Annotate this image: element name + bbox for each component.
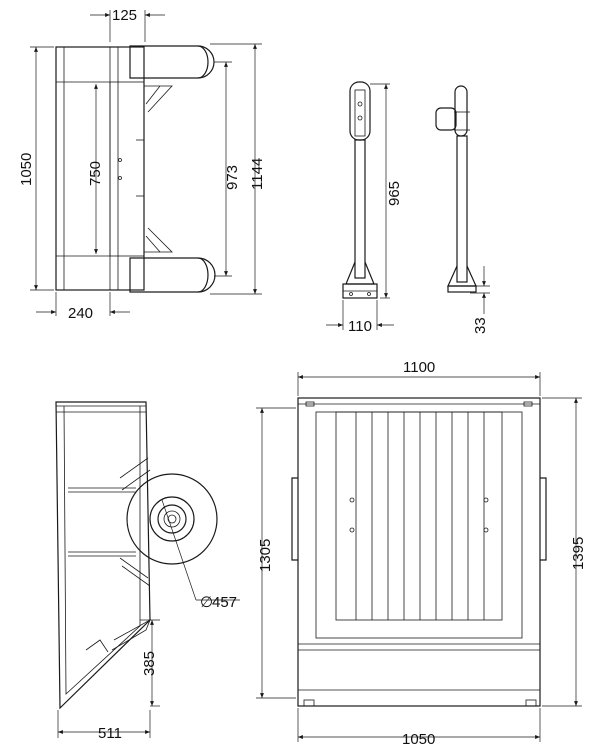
upper-roller — [129, 45, 215, 79]
side-view: 125 1050 750 973 1144 240 — [18, 7, 266, 322]
dim-110: 110 — [348, 318, 372, 335]
slatted-grid — [335, 411, 503, 621]
upper-bracket — [144, 85, 173, 113]
lower-roller — [129, 257, 216, 293]
post-handle — [435, 107, 457, 131]
dim-1050: 1050 — [18, 153, 35, 186]
dim-965: 965 — [386, 181, 403, 206]
dim-240: 240 — [68, 305, 93, 322]
dim-385: 385 — [141, 651, 158, 676]
dim-1395: 1395 — [570, 537, 587, 570]
dim-1144: 1144 — [249, 158, 266, 190]
post-shaft — [354, 139, 366, 279]
trough-profile — [55, 401, 151, 710]
dim-1050: 1050 — [402, 731, 435, 748]
dim-1305: 1305 — [257, 539, 274, 572]
left-handle — [291, 477, 298, 561]
cross-section-view: ∅ 457 385 511 — [55, 401, 240, 742]
lower-bracket — [144, 227, 173, 253]
wheel-hub — [149, 496, 195, 542]
dim-33: 33 — [472, 317, 489, 334]
dim-511: 511 — [98, 725, 122, 742]
right-handle — [540, 477, 547, 561]
plan-frame — [297, 397, 541, 707]
dim-125: 125 — [112, 7, 137, 24]
plan-view: 1100 1050 1305 1395 — [256, 359, 587, 748]
post-side-view: 33 — [435, 85, 490, 334]
post-gusset — [345, 261, 375, 285]
dim-diameter-symbol: ∅ — [200, 594, 213, 611]
dim-1100: 1100 — [403, 359, 435, 376]
post-clamp — [349, 81, 371, 141]
post-front-view: 965 110 — [326, 81, 403, 335]
wheel-outer — [126, 473, 218, 565]
dim-973: 973 — [224, 165, 241, 190]
post-side-shaft — [456, 135, 468, 283]
dim-457: 457 — [212, 594, 237, 611]
dim-750: 750 — [87, 161, 104, 186]
